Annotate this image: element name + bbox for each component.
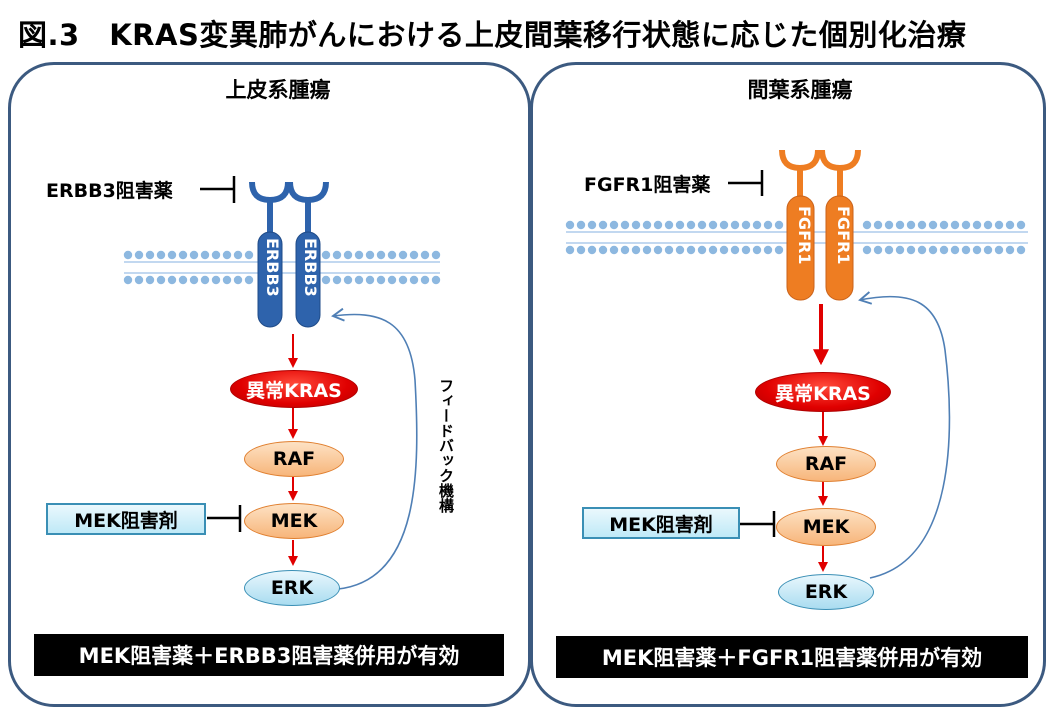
left-mek-inhibition-bar <box>207 505 242 532</box>
left-mek-inhibitor-box: MEK阻害剤 <box>46 503 206 535</box>
right-mek-node: MEK <box>776 508 876 546</box>
right-erk-node: ERK <box>778 574 874 610</box>
left-result-banner: MEK阻害薬＋ERBB3阻害薬併用が有効 <box>34 634 504 676</box>
right-signal-arrows <box>813 304 829 572</box>
fgfr1-label-1: FGFR1 <box>795 206 814 265</box>
right-mek-inhibitor-box: MEK阻害剤 <box>582 507 740 539</box>
fgfr1-inhibition-bar <box>728 170 764 196</box>
left-panel-title: 上皮系腫瘍 <box>225 78 331 102</box>
left-mek-node: MEK <box>244 503 344 539</box>
erbb3-receptor <box>249 181 329 328</box>
left-kras-node: 異常KRAS <box>230 370 358 408</box>
fgfr1-inhibitor-label: FGFR1阻害薬 <box>584 174 711 196</box>
right-raf-node: RAF <box>776 446 876 482</box>
right-result-banner: MEK阻害薬＋FGFR1阻害薬併用が有効 <box>556 636 1028 678</box>
left-cell-membrane <box>123 250 441 285</box>
left-raf-node: RAF <box>244 441 344 477</box>
fgfr1-receptor <box>779 149 861 301</box>
right-feedback-arrow <box>858 291 951 579</box>
right-mek-inhibition-bar <box>740 511 776 537</box>
feedback-mechanism-label: フィードバック機構 <box>437 378 455 513</box>
right-panel-title: 間葉系腫瘍 <box>747 78 853 102</box>
left-feedback-arrow <box>331 307 418 590</box>
right-kras-node: 異常KRAS <box>755 372 891 412</box>
erbb3-label-2: ERBB3 <box>301 238 320 297</box>
left-erk-node: ERK <box>244 570 340 606</box>
fgfr1-label-2: FGFR1 <box>834 206 853 265</box>
erbb3-label-1: ERBB3 <box>263 238 282 297</box>
erbb3-inhibition-bar <box>200 176 236 203</box>
erbb3-inhibitor-label: ERBB3阻害薬 <box>46 180 173 202</box>
figure-title: 図.3 KRAS変異肺がんにおける上皮間葉移行状態に応じた個別化治療 <box>18 18 967 52</box>
